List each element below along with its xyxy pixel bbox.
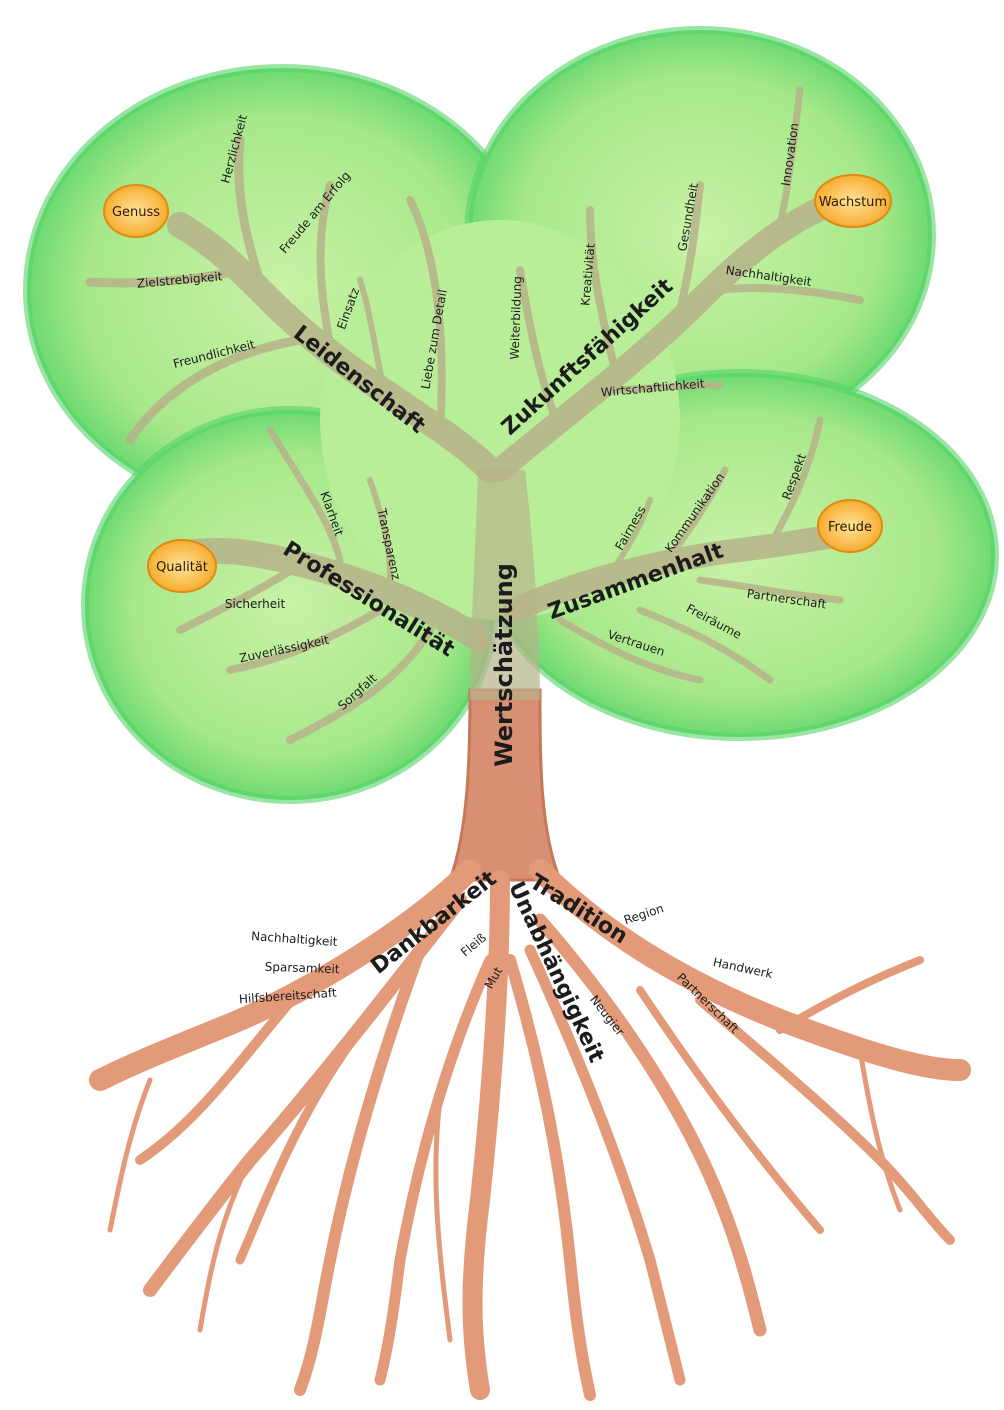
root-item-sparsamkeit: Sparsamkeit <box>265 960 340 977</box>
roots <box>100 870 960 1395</box>
fruit-wachstum-label: Wachstum <box>819 195 887 210</box>
fruit-qualitaet-label: Qualität <box>156 560 208 575</box>
fruit-qualitaet: Qualität <box>148 540 216 592</box>
fruit-genuss-label: Genuss <box>112 205 160 220</box>
root-right-5 <box>780 960 920 1030</box>
fruit-wachstum: Wachstum <box>815 175 891 227</box>
root-item-nachhaltigkeit: Nachhaltigkeit <box>251 929 338 949</box>
root-fine-3 <box>860 1050 900 1210</box>
trunk-label: Wertschätzung <box>490 563 518 767</box>
twig-label-sicherheit: Sicherheit <box>225 597 286 611</box>
fruit-freude: Freude <box>818 500 882 552</box>
fruit-genuss: Genuss <box>104 185 168 237</box>
root-item-fleiss: Fleiß <box>458 930 489 959</box>
root-fine-4 <box>436 1100 450 1340</box>
root-item-region: Region <box>622 901 665 927</box>
root-item-handwerk: Handwerk <box>712 955 774 981</box>
fruit-freude-label: Freude <box>828 520 872 535</box>
root-left-3 <box>300 950 420 1390</box>
twig-label-weiterbildung: Weiterbildung <box>508 276 525 360</box>
root-label-dankbarkeit: Dankbarkeit <box>366 866 501 979</box>
